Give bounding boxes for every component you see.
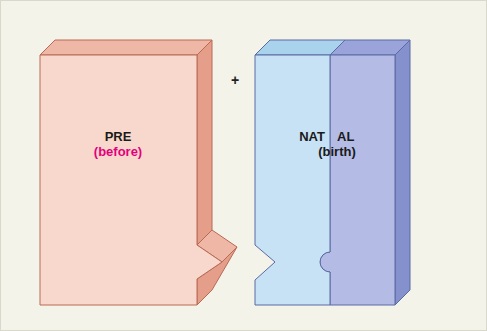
word-part: AL bbox=[337, 129, 354, 144]
root-block: NAT AL(birth) bbox=[255, 55, 395, 305]
word-part: NAT bbox=[299, 129, 325, 144]
prefix-block: PRE(before) bbox=[40, 55, 197, 305]
plus-sign: + bbox=[231, 72, 239, 88]
root-block bbox=[255, 40, 410, 305]
word-part: PRE bbox=[105, 129, 132, 144]
meaning-label: (birth) bbox=[318, 144, 356, 159]
meaning-label: (before) bbox=[94, 144, 142, 159]
prefix-block bbox=[40, 40, 237, 305]
